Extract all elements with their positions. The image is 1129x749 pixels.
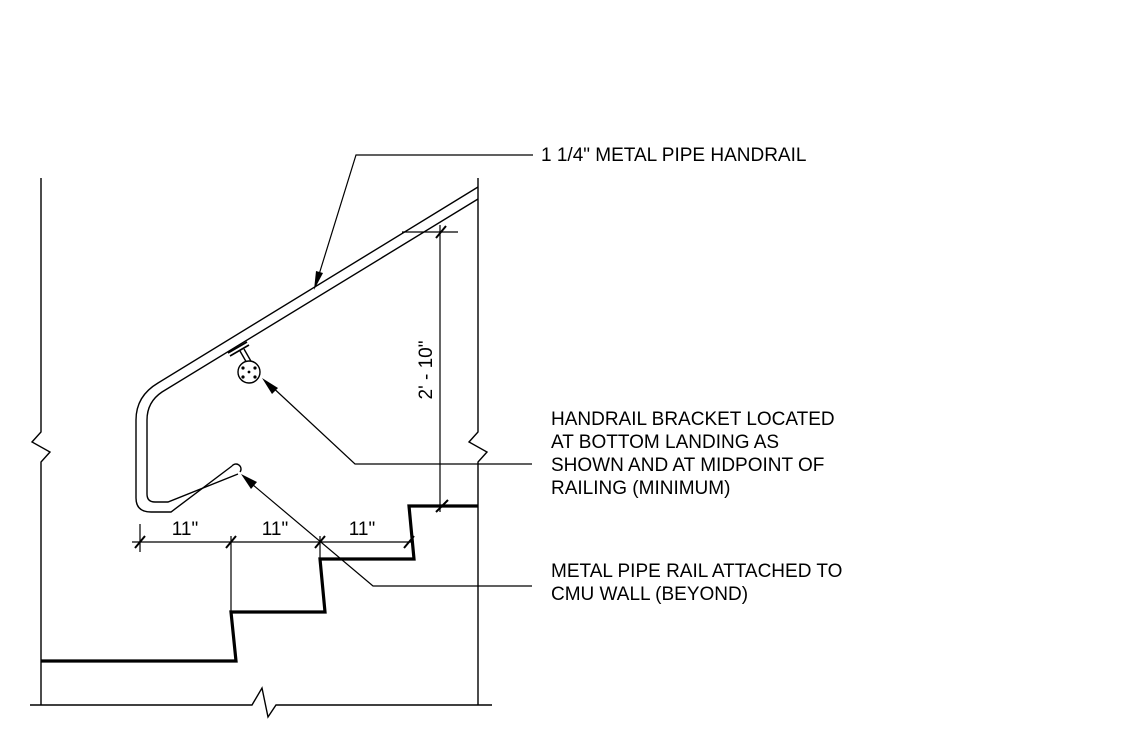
- tread-dimension-1: 11": [172, 519, 198, 540]
- pipe-end-cap: [231, 463, 242, 473]
- handrail-leader-arrow: [314, 271, 323, 290]
- right-wall-line: [467, 178, 489, 705]
- tread-dimension-3: 11": [349, 519, 375, 540]
- bracket-callout-line: AT BOTTOM LANDING AS: [551, 432, 780, 453]
- bracket-leader-arrow: [262, 378, 278, 394]
- pipe-rail-leader-arrow: [241, 474, 257, 489]
- bracket-callout-line: SHOWN AND AT MIDPOINT OF: [551, 455, 825, 476]
- pipe-rail-callout-line: CMU WALL (BEYOND): [551, 584, 749, 605]
- pipe-rail-leader-line: [245, 478, 532, 587]
- handrail-pipe-inner: [146, 198, 479, 503]
- left-wall-line: [30, 178, 52, 705]
- rail-height-dimension: 2' - 10": [416, 341, 437, 400]
- handrail-callout: 1 1/4" METAL PIPE HANDRAIL: [541, 145, 807, 166]
- pipe-rail-callout: METAL PIPE RAIL ATTACHED TO CMU WALL (BE…: [551, 560, 842, 606]
- vertical-dimension: [402, 225, 458, 513]
- handrail-bracket: [227, 341, 261, 384]
- tread-dimension-line: [132, 524, 415, 612]
- handrail-pipe-outer: [135, 186, 479, 513]
- stair-profile: [41, 504, 478, 663]
- bracket-leader-line: [267, 382, 532, 465]
- floor-break-line: [30, 686, 492, 719]
- bracket-callout-line: RAILING (MINIMUM): [551, 478, 731, 499]
- pipe-rail-callout-line: METAL PIPE RAIL ATTACHED TO: [551, 561, 843, 582]
- handrail-leader-line: [316, 154, 533, 282]
- tread-dimension-2: 11": [262, 519, 288, 540]
- bracket-callout-line: HANDRAIL BRACKET LOCATED: [551, 409, 835, 430]
- bracket-callout: HANDRAIL BRACKET LOCATED AT BOTTOM LANDI…: [551, 408, 835, 500]
